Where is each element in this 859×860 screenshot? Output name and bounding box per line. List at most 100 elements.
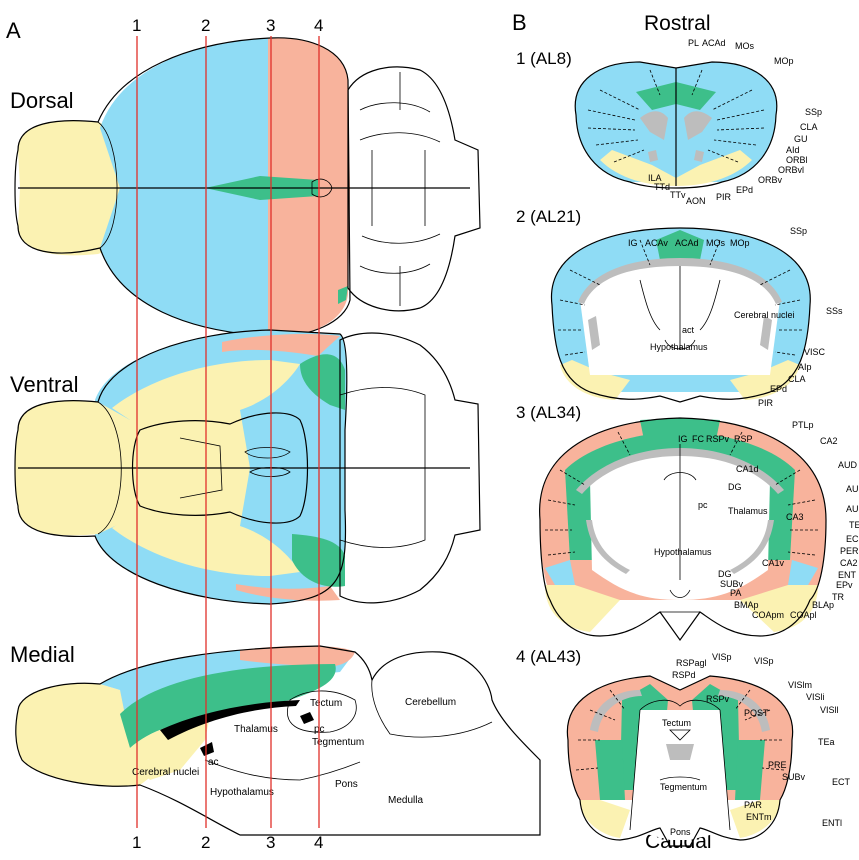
- s4-label-RSPd: RSPd: [672, 670, 696, 680]
- s4-label-ECT: ECT: [832, 777, 851, 787]
- s3-label-FC: FC: [692, 434, 704, 444]
- s1-label-AId: AId: [786, 145, 800, 155]
- s3-label-TE: TE: [849, 520, 859, 530]
- section-3: 3 (AL34) IG FC RSPv RSP PTLp CA2 AUD AU …: [516, 403, 859, 640]
- s4-label-SUBv: SUBv: [782, 772, 806, 782]
- s3-label-COApm: COApm: [752, 610, 784, 620]
- section-number-bottom-2: 2: [201, 833, 210, 852]
- s3-label-IG: IG: [678, 434, 688, 444]
- medial-medulla: Medulla: [388, 795, 423, 806]
- dorsal-cerebellum: [348, 67, 480, 311]
- s3-label-CA1d: CA1d: [736, 464, 759, 474]
- s1-label-ACAd: ACAd: [702, 38, 726, 48]
- dorsal-cerebellum-folia: [360, 72, 440, 306]
- section-number-bottom-1: 1: [132, 833, 141, 852]
- section-2-title: 2 (AL21): [516, 207, 581, 226]
- section-number-top-1: 1: [132, 16, 141, 35]
- medial-hypothal-border: [205, 760, 360, 780]
- s3-label-PER: PER: [840, 546, 859, 556]
- s1-label-GU: GU: [794, 134, 808, 144]
- s1-label-SSp: SSp: [805, 107, 822, 117]
- s3-label-SUBv: SUBv: [720, 579, 744, 589]
- dorsal-view: Dorsal: [10, 38, 480, 336]
- s2-label-ACAv: ACAv: [645, 238, 668, 248]
- s3-label-hypothalamus: Hypothalamus: [654, 547, 712, 557]
- s3-label-thalamus: Thalamus: [728, 506, 768, 516]
- s2-label-ACAd: ACAd: [675, 238, 699, 248]
- ventral-view: Ventral: [10, 330, 480, 604]
- s4-label-POST: POST: [744, 708, 769, 718]
- section-number-top-2: 2: [201, 16, 210, 35]
- s4-label-PRE: PRE: [768, 760, 787, 770]
- s3-label-ENT: ENT: [838, 570, 857, 580]
- s3-label-RSP: RSP: [734, 434, 753, 444]
- section-1: 1 (AL8) PL ACAd MOs MOp SSp CLA GU AId O…: [516, 38, 822, 206]
- s1-label-PIR: PIR: [716, 192, 732, 202]
- s4-label-VISp1: VISp: [712, 652, 732, 662]
- s2-label-VISC: VISC: [804, 347, 826, 357]
- s1-label-ORBv: ORBv: [758, 175, 783, 185]
- s3-label-COApl: COApl: [790, 610, 817, 620]
- s1-label-TTv: TTv: [670, 190, 686, 200]
- medial-hypothalamus: Hypothalamus: [210, 787, 274, 798]
- s3-label-BLAp: BLAp: [812, 600, 834, 610]
- section-4-title: 4 (AL43): [516, 647, 581, 666]
- medial-ac-label: ac: [208, 757, 219, 768]
- s3-label-PA: PA: [730, 588, 741, 598]
- s3-label-EC: EC: [846, 534, 859, 544]
- rostral-label: Rostral: [644, 12, 711, 35]
- medial-view: Medial Cerebral nuclei Thalamus Tectum C…: [10, 642, 540, 835]
- s3-label-DG-dorsal: DG: [728, 482, 742, 492]
- s3-label-CA2b: CA2: [840, 558, 858, 568]
- s4-brainstem-interior: [630, 710, 730, 840]
- s4-label-VISll: VISll: [820, 705, 839, 715]
- s3-label-CA3: CA3: [786, 512, 804, 522]
- s4-label-VISli: VISli: [806, 692, 825, 702]
- dorsal-cortex-blue-upper: [100, 38, 270, 188]
- s3-label-AU2: AU: [846, 504, 859, 514]
- s4-label-tectum: Tectum: [662, 718, 691, 728]
- s2-label-IG: IG: [628, 238, 638, 248]
- medial-pc: [300, 712, 314, 724]
- ventral-label: Ventral: [10, 372, 79, 397]
- dorsal-label: Dorsal: [10, 88, 74, 113]
- s3-label-AUD: AUD: [838, 460, 858, 470]
- s4-label-ENTl: ENTl: [822, 818, 842, 828]
- s2-label-EPd: EPd: [770, 384, 787, 394]
- section-3-title: 3 (AL34): [516, 403, 581, 422]
- s2-label-SSs: SSs: [826, 306, 843, 316]
- s4-label-tegmentum: Tegmentum: [660, 782, 707, 792]
- s2-label-hypothalamus: Hypothalamus: [650, 342, 708, 352]
- medial-pons: Pons: [335, 779, 358, 790]
- s2-label-AIp: AIp: [798, 362, 812, 372]
- section-1-title: 1 (AL8): [516, 49, 572, 68]
- s3-label-BMAp: BMAp: [734, 600, 759, 610]
- medial-cerebral-nuclei: Cerebral nuclei: [132, 767, 199, 778]
- s2-label-CLA: CLA: [788, 374, 806, 384]
- medial-cerebellum-border: [372, 680, 492, 737]
- s3-label-EPv: EPv: [836, 580, 853, 590]
- dorsal-cortex-blue-lower: [100, 188, 270, 336]
- section-number-bottom-3: 3: [266, 833, 275, 852]
- medial-tectum: Tectum: [310, 698, 342, 709]
- s4-label-VISlm: VISlm: [788, 680, 812, 690]
- medial-ac: [200, 742, 214, 756]
- s4-label-VISp2: VISp: [754, 656, 774, 666]
- medial-label: Medial: [10, 642, 75, 667]
- s1-label-TTd: TTd: [654, 182, 670, 192]
- medial-cerebellum: Cerebellum: [405, 697, 456, 708]
- section-2: 2 (AL21) IG ACAv ACAd MOs MOp SSp SSs VI…: [516, 207, 843, 408]
- s4-label-PAR: PAR: [744, 800, 762, 810]
- panel-a-label: A: [6, 18, 21, 43]
- s4-label-RSPagl: RSPagl: [676, 658, 707, 668]
- s4-label-pons: Pons: [670, 827, 691, 837]
- s3-label-pc: pc: [698, 500, 708, 510]
- section-number-top-3: 3: [266, 16, 275, 35]
- section-number-bottom-4: 4: [314, 833, 323, 852]
- s4-label-ENTm: ENTm: [746, 812, 772, 822]
- s3-label-DG-ventral: DG: [718, 569, 732, 579]
- s2-label-MOp: MOp: [730, 238, 750, 248]
- s1-label-CLA: CLA: [800, 122, 818, 132]
- s1-label-ORBl: ORBl: [786, 155, 808, 165]
- panel-b-label: B: [512, 10, 527, 35]
